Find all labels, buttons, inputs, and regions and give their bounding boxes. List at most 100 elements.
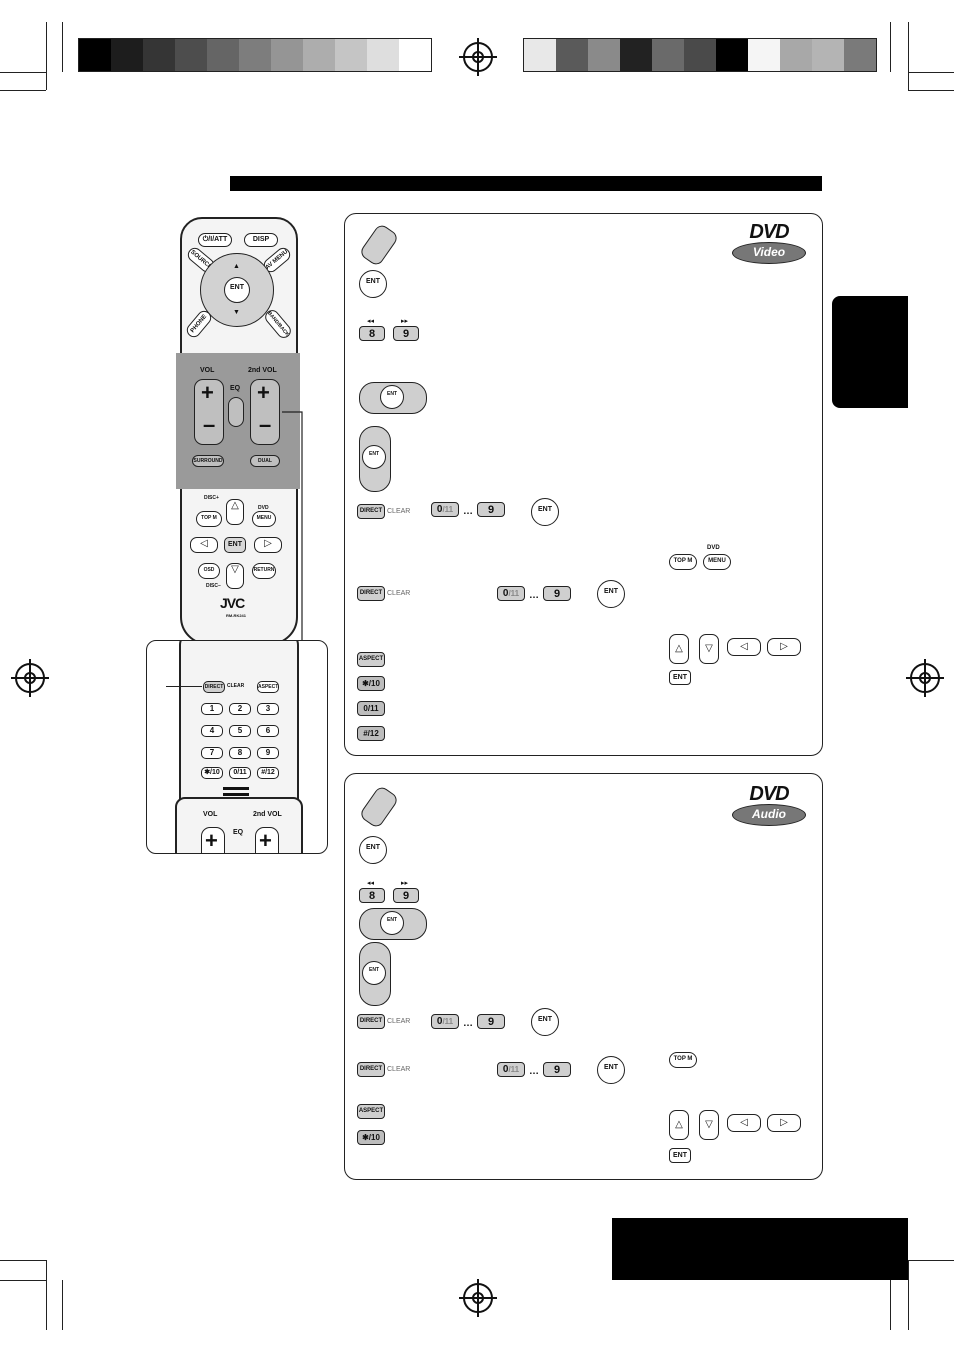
inset-key-5[interactable]: 5 [229, 725, 251, 737]
left-button[interactable]: ◁ [727, 1114, 761, 1132]
crop-mark [46, 1260, 47, 1330]
ent-button[interactable]: ENT [224, 537, 246, 553]
return-button[interactable]: RETURN [252, 563, 276, 579]
ent-play-button[interactable]: ENT [359, 270, 387, 298]
key-9[interactable]: 9 [543, 586, 571, 601]
inset-eq-label: EQ [233, 829, 244, 836]
up-button[interactable]: △ [669, 1110, 689, 1140]
ent-play-button[interactable]: ENT [597, 1056, 625, 1084]
ellipsis: … [529, 590, 539, 601]
subtitle-key[interactable]: 0/11 [357, 701, 385, 716]
crop-mark [908, 72, 954, 73]
ent-play-button[interactable]: ENT [597, 580, 625, 608]
eq-button[interactable] [228, 397, 244, 427]
ent-play-button[interactable]: ENT [359, 836, 387, 864]
inset-key-10[interactable]: ✱/10 [201, 767, 223, 779]
language-tab [832, 296, 908, 408]
ent-play-button[interactable]: ENT [531, 498, 559, 526]
left-button[interactable]: ◁ [727, 638, 761, 656]
band-back-button[interactable]: BAND/BACK [262, 307, 294, 341]
direct-button[interactable]: DIRECT [357, 504, 385, 519]
up-button[interactable]: △ [226, 499, 244, 525]
menu-button[interactable]: MENU [252, 511, 276, 527]
dual-button[interactable]: DUAL [250, 455, 280, 467]
ent-button[interactable]: ENT [669, 670, 691, 685]
left-button[interactable]: ◁ [190, 537, 218, 553]
inset-key-7[interactable]: 7 [201, 747, 223, 759]
inset-vol-rocker[interactable]: + [201, 827, 225, 853]
crop-mark [0, 1280, 46, 1281]
direct-button[interactable]: DIRECT [357, 586, 385, 601]
key-9[interactable]: 9 [477, 1014, 505, 1029]
down-button[interactable]: ▽ [226, 563, 244, 589]
ent-button[interactable]: ENT [669, 1148, 691, 1163]
key-0-suffix: /11 [442, 505, 454, 514]
key-0[interactable]: 0/11 [497, 586, 525, 601]
inset-key-8[interactable]: 8 [229, 747, 251, 759]
ent-play-button[interactable]: ENT [224, 277, 250, 303]
inset-lid [175, 797, 303, 853]
direct-button[interactable]: DIRECT [357, 1062, 385, 1077]
inset-aspect-button[interactable]: ASPECT [257, 681, 279, 693]
key-9[interactable]: 9 [477, 502, 505, 517]
dial-up-down-icon: ENT [359, 942, 391, 1006]
ent-label: ENT [366, 278, 380, 285]
crop-mark [62, 1280, 63, 1330]
vol-rocker[interactable]: +– [194, 379, 224, 445]
inset-key-3[interactable]: 3 [257, 703, 279, 715]
key-0-label: 0 [502, 1064, 509, 1075]
disp-button[interactable]: DISP [244, 233, 278, 247]
inset-vol2-rocker[interactable]: + [255, 827, 279, 853]
vol2-rocker[interactable]: +– [250, 379, 280, 445]
inset-key-11[interactable]: 0/11 [229, 767, 251, 779]
registration-mark [11, 659, 49, 697]
down-button[interactable]: ▽ [699, 634, 719, 664]
direct-button[interactable]: DIRECT [357, 1014, 385, 1029]
up-arrow-icon: ▲ [233, 263, 240, 270]
inset-key-12[interactable]: #/12 [257, 767, 279, 779]
menu-button[interactable]: MENU [703, 554, 731, 570]
right-button[interactable]: ▷ [767, 1114, 801, 1132]
top-menu-button[interactable]: TOP M [669, 1052, 697, 1068]
inset-key-4[interactable]: 4 [201, 725, 223, 737]
key-9[interactable]: 9 [393, 326, 419, 341]
inset-key-2[interactable]: 2 [229, 703, 251, 715]
inset-vol2-label: 2nd VOL [253, 811, 282, 818]
registration-mark [459, 38, 497, 76]
key-8[interactable]: 8 [359, 326, 385, 341]
power-att-button[interactable]: ⏻/I/ATT [198, 233, 232, 247]
up-button[interactable]: △ [669, 634, 689, 664]
down-arrow-icon: ▼ [233, 309, 240, 316]
inset-key-1[interactable]: 1 [201, 703, 223, 715]
key-0[interactable]: 0/11 [431, 502, 459, 517]
key-9[interactable]: 9 [543, 1062, 571, 1077]
audio-key[interactable]: ✱/10 [357, 1130, 385, 1145]
dvd-label: DVD [707, 545, 720, 551]
surround-button[interactable]: SURROUND [192, 455, 224, 467]
aspect-button[interactable]: ASPECT [357, 1104, 385, 1119]
right-button[interactable]: ▷ [254, 537, 282, 553]
model-label: RM-RK241 [226, 613, 247, 618]
top-menu-button[interactable]: TOP M [669, 554, 697, 570]
ellipsis: … [463, 506, 473, 517]
key-0[interactable]: 0/11 [431, 1014, 459, 1029]
ent-label: ENT [604, 1064, 618, 1071]
osd-button[interactable]: OSD [198, 563, 220, 579]
key-0-label: 0 [436, 504, 443, 515]
inset-key-6[interactable]: 6 [257, 725, 279, 737]
key-0[interactable]: 0/11 [497, 1062, 525, 1077]
key-8[interactable]: 8 [359, 888, 385, 903]
top-menu-button[interactable]: TOP M [196, 511, 222, 527]
audio-key[interactable]: ✱/10 [357, 676, 385, 691]
clear-label: CLEAR [387, 1066, 411, 1073]
right-button[interactable]: ▷ [767, 638, 801, 656]
down-button[interactable]: ▽ [699, 1110, 719, 1140]
ent-play-button[interactable]: ENT [531, 1008, 559, 1036]
phone-button[interactable]: PHONE [183, 308, 215, 340]
angle-key[interactable]: #/12 [357, 726, 385, 741]
inset-direct-button[interactable]: DIRECT [203, 681, 225, 693]
crop-mark [62, 22, 63, 72]
aspect-button[interactable]: ASPECT [357, 652, 385, 667]
inset-key-9[interactable]: 9 [257, 747, 279, 759]
key-9[interactable]: 9 [393, 888, 419, 903]
